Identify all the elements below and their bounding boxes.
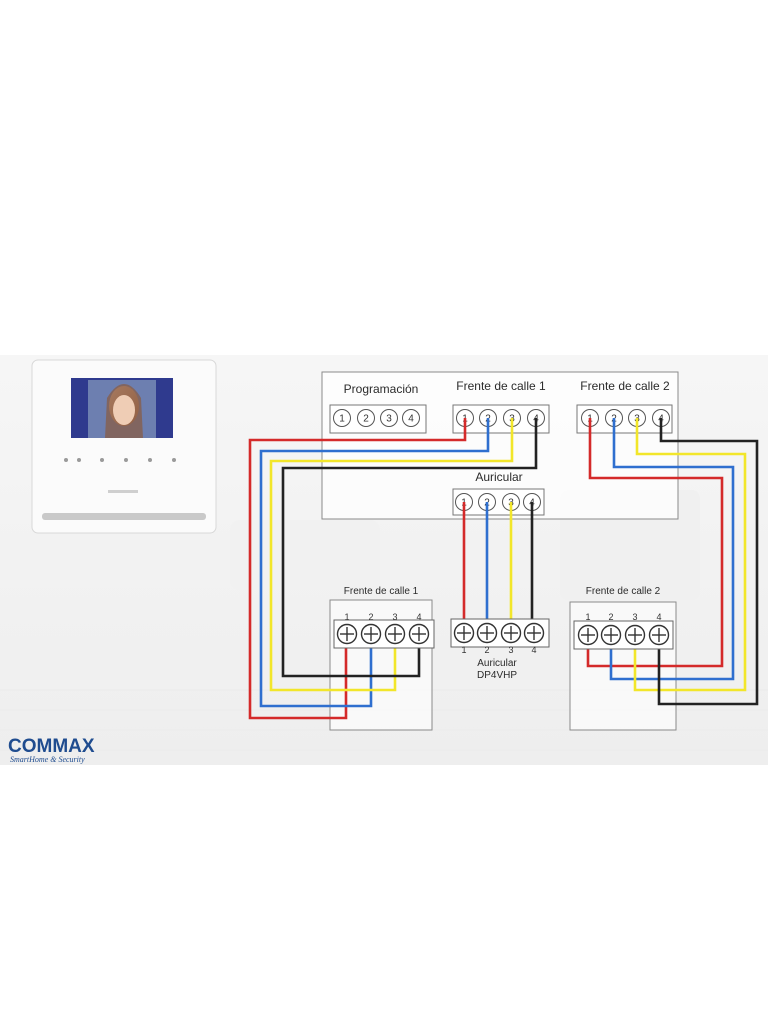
wire-door2-terminal-1 <box>586 418 724 668</box>
door-station-1-screw-label-4: 4 <box>416 612 421 622</box>
door-station-2-screw-label-3: 3 <box>632 612 637 622</box>
wire-door1-terminal-2 <box>259 418 490 708</box>
brand-tagline: SmartHome & Security <box>10 755 85 764</box>
handset-block-screw-label-1: 1 <box>461 645 466 655</box>
handset-block-model: DP4VHP <box>477 670 517 681</box>
door-station-1-title: Frente de calle 1 <box>344 586 419 597</box>
handset-block-label: Auricular <box>477 658 517 669</box>
programacion-terminal-label-1: 1 <box>339 414 345 425</box>
monitor-handset-title: Auricular <box>475 470 522 484</box>
door-station-2-screw-label-4: 4 <box>656 612 661 622</box>
intercom-monitor-image <box>31 359 217 534</box>
door-station-2-screw-label-1: 1 <box>585 612 590 622</box>
brand-logo: COMMAX <box>8 736 95 757</box>
wire-door2-terminal-4 <box>657 418 759 706</box>
wire-door2-terminal-2 <box>609 418 735 681</box>
programacion-terminal-4 <box>402 409 420 427</box>
programacion-terminal-3 <box>380 409 398 427</box>
programacion-terminal-label-4: 4 <box>408 414 414 425</box>
programacion-terminal-2 <box>357 409 375 427</box>
handset-block-screw-label-4: 4 <box>531 645 536 655</box>
door-station-1-screw-label-2: 2 <box>368 612 373 622</box>
wire-door2-terminal-3 <box>633 418 747 692</box>
door-station-1-screw-label-3: 3 <box>392 612 397 622</box>
door-station-2-title: Frente de calle 2 <box>586 586 661 597</box>
programacion-title: Programación <box>344 382 419 396</box>
wire-door1-terminal-3 <box>269 418 514 692</box>
programacion-terminal-1 <box>333 409 351 427</box>
monitor-door2-title: Frente de calle 2 <box>580 379 670 393</box>
wires <box>248 418 759 720</box>
programacion-terminal-label-3: 3 <box>386 414 392 425</box>
door-station-2-screw-label-2: 2 <box>608 612 613 622</box>
background-sofa <box>230 520 380 590</box>
monitor-door1-title: Frente de calle 1 <box>456 379 546 393</box>
wire-door1-terminal-4 <box>281 418 538 678</box>
programacion-terminal-label-2: 2 <box>363 414 369 425</box>
handset-block-screw-label-2: 2 <box>484 645 489 655</box>
handset-block-screw-label-3: 3 <box>508 645 513 655</box>
door-station-1-screw-label-1: 1 <box>344 612 349 622</box>
